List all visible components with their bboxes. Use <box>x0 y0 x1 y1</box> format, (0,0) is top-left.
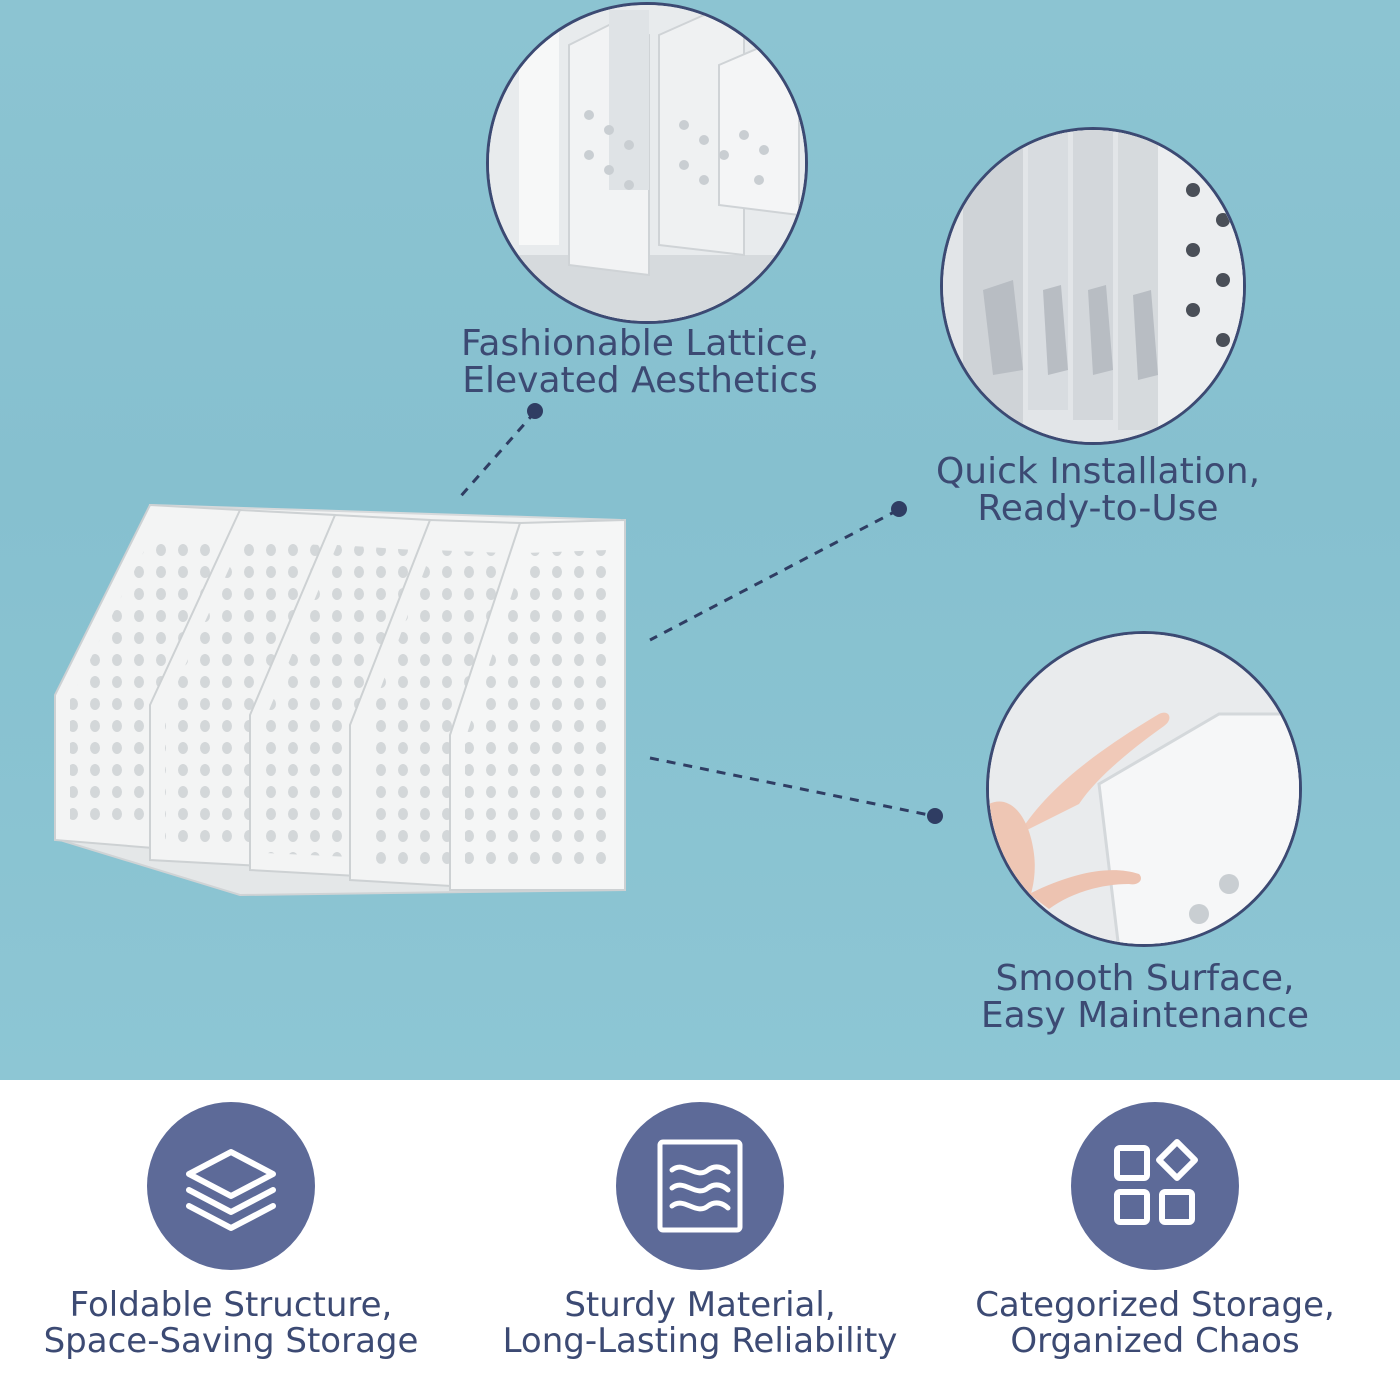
callout-surface-line2: Easy Maintenance <box>980 995 1310 1036</box>
hero-section: Fashionable Lattice, Elevated Aesthetics… <box>0 0 1400 1080</box>
categories-grid-icon <box>1114 1139 1198 1225</box>
callout-installation: Quick Installation, Ready-to-Use <box>898 453 1298 527</box>
feature-foldable-line2: Space-Saving Storage <box>43 1321 419 1361</box>
connector-dot-surface <box>927 808 943 824</box>
feature-material-line1: Sturdy Material, <box>564 1285 836 1325</box>
callout-lattice: Fashionable Lattice, Elevated Aesthetics <box>440 325 840 399</box>
feature-material-circle <box>616 1102 784 1270</box>
feature-material-line2: Long-Lasting Reliability <box>502 1321 898 1361</box>
feature-foldable-circle <box>147 1102 315 1270</box>
connector-dot-lattice <box>527 403 543 419</box>
callout-installation-line1: Quick Installation, <box>935 451 1261 492</box>
feature-categorized-circle <box>1071 1102 1239 1270</box>
callout-installation-line2: Ready-to-Use <box>977 488 1219 529</box>
feature-categorized-line2: Organized Chaos <box>1010 1321 1300 1361</box>
installation-photo <box>940 127 1246 445</box>
callout-lattice-line1: Fashionable Lattice, <box>460 323 820 364</box>
feature-categorized-line1: Categorized Storage, <box>975 1285 1335 1325</box>
layers-icon <box>186 1149 276 1231</box>
feature-categorized-text: Categorized Storage, Organized Chaos <box>955 1287 1355 1359</box>
feature-foldable-text: Foldable Structure, Space-Saving Storage <box>31 1287 431 1359</box>
features-section: Foldable Structure, Space-Saving Storage… <box>0 1080 1400 1400</box>
callout-surface-line1: Smooth Surface, <box>995 958 1295 999</box>
connector-lines <box>458 411 935 818</box>
callout-surface: Smooth Surface, Easy Maintenance <box>945 960 1345 1034</box>
file-organizer-image <box>54 503 626 897</box>
surface-photo <box>986 631 1302 947</box>
feature-material-text: Sturdy Material, Long-Lasting Reliabilit… <box>450 1287 950 1359</box>
material-waves-icon <box>657 1139 743 1233</box>
lattice-photo <box>486 2 808 324</box>
feature-foldable-line1: Foldable Structure, <box>69 1285 393 1325</box>
connector-dot-installation <box>891 501 907 517</box>
callout-lattice-line2: Elevated Aesthetics <box>462 360 818 401</box>
